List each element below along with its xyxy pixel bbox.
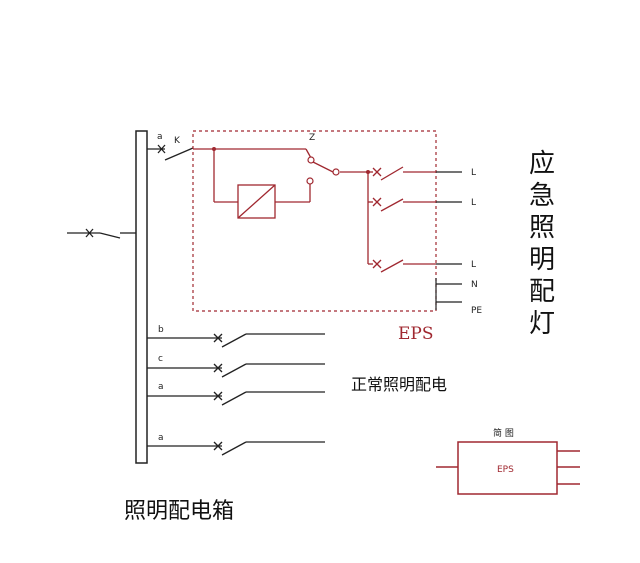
label-z: Z (309, 133, 315, 143)
branch-a2 (147, 441, 325, 456)
label-branch-c: c (158, 354, 163, 364)
busbar (135, 130, 148, 464)
simplified-lines (436, 450, 580, 485)
label-a-top: a (157, 132, 163, 142)
emergency-title-char: 明 (529, 245, 555, 275)
eps-box-label: EPS (398, 324, 434, 344)
simplified-eps-label: EPS (497, 465, 514, 475)
label-out-l2: L (471, 198, 476, 208)
emergency-title-char: 灯 (529, 309, 555, 339)
eps-changeover-contacts (306, 156, 340, 185)
eps-feeder-switch (147, 144, 194, 161)
panel-title: 照明配电箱 (124, 499, 234, 524)
label-out-n: N (471, 280, 478, 290)
eps-outputs (436, 171, 462, 303)
emergency-title-char: 配 (529, 277, 555, 307)
eps-dashed-box (192, 130, 437, 312)
label-branch-a2: a (158, 433, 164, 443)
eps-internal-nodes (212, 147, 370, 174)
label-out-l3: L (471, 260, 476, 270)
simplified-heading: 简 图 (493, 427, 514, 439)
branch-c (147, 363, 325, 378)
branch-a1 (147, 391, 325, 406)
emergency-lighting-title: 应 急 照 明 配 灯 (529, 149, 555, 339)
label-branch-a1: a (158, 382, 164, 392)
eps-internal-wiring (193, 148, 436, 273)
emergency-title-char: 急 (529, 181, 555, 211)
emergency-title-char: 照 (529, 213, 555, 243)
emergency-title-char: 应 (529, 149, 555, 179)
label-out-pe: PE (471, 306, 482, 316)
simplified-eps-box (457, 441, 558, 495)
branch-b (147, 333, 325, 348)
label-out-l1: L (471, 168, 476, 178)
label-branch-b: b (158, 325, 164, 335)
simplified-diagram: 简 图 EPS (436, 427, 580, 495)
incoming-feed (67, 228, 136, 239)
normal-lighting-label: 正常照明配电 (351, 375, 447, 394)
label-k: K (174, 136, 181, 146)
